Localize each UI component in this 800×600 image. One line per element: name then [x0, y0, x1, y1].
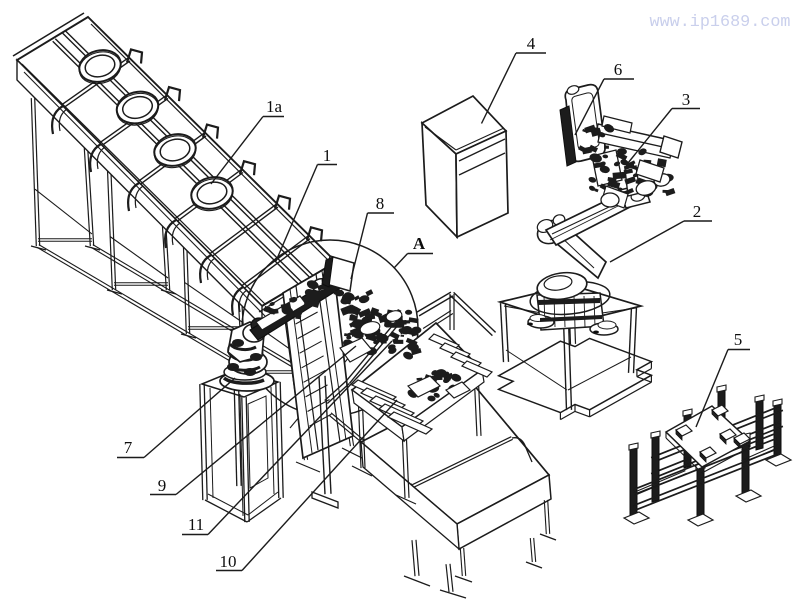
- svg-text:11: 11: [188, 515, 204, 534]
- svg-text:2: 2: [693, 202, 702, 221]
- svg-text:8: 8: [376, 194, 385, 213]
- svg-text:9: 9: [158, 476, 167, 495]
- svg-text:1: 1: [323, 146, 332, 165]
- svg-text:7: 7: [124, 438, 133, 457]
- svg-text:5: 5: [734, 330, 743, 349]
- svg-text:A: A: [413, 234, 426, 253]
- svg-text:4: 4: [527, 34, 536, 53]
- svg-text:3: 3: [682, 90, 691, 109]
- svg-text:1a: 1a: [266, 97, 283, 116]
- svg-text:www.ip1689.com: www.ip1689.com: [650, 13, 791, 32]
- svg-text:6: 6: [614, 60, 623, 79]
- svg-text:10: 10: [220, 552, 237, 571]
